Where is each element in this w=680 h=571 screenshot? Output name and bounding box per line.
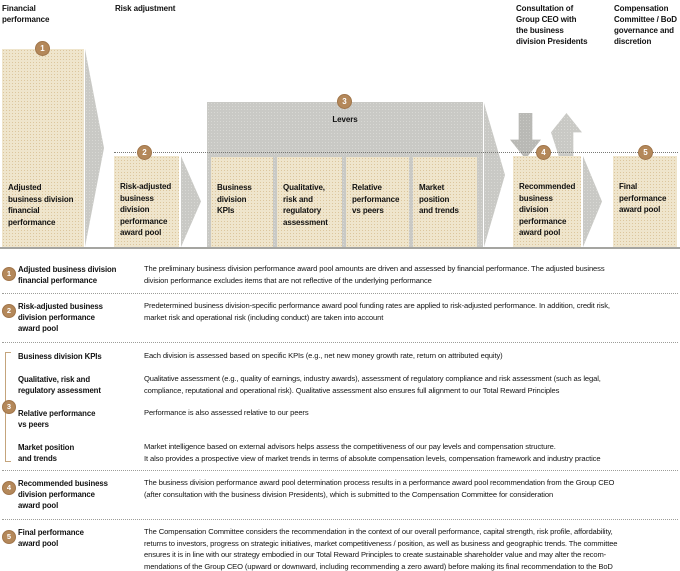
box-adjusted-performance-label: Adjusted business division financial per… bbox=[8, 183, 74, 227]
legend-term: Final performance award pool bbox=[18, 528, 84, 548]
box-final-pool-label: Final performance award pool bbox=[619, 182, 667, 215]
legend-term: Qualitative, risk and regulatory assessm… bbox=[18, 375, 101, 395]
legend-term: Relative performance vs peers bbox=[18, 409, 96, 429]
baseline-rule bbox=[0, 247, 680, 249]
legend-row-final: 5 Final performance award pool The Compe… bbox=[2, 519, 678, 571]
legend-row-risk-adjusted: 2 Risk-adjusted business division perfor… bbox=[2, 293, 678, 342]
legend-badge-5: 5 bbox=[2, 530, 16, 544]
legend-term: Adjusted business division financial per… bbox=[18, 265, 117, 285]
right-arrow-icon bbox=[85, 49, 104, 247]
box-final-pool: Final performance award pool bbox=[613, 156, 677, 247]
box-risk-adjusted-pool: Risk-adjusted business division performa… bbox=[114, 156, 179, 247]
legend-badge-3: 3 bbox=[2, 400, 16, 414]
box-recommended-pool: Recommended business division performanc… bbox=[513, 156, 581, 247]
box-business-division-kpis: Business division KPIs bbox=[211, 157, 273, 247]
box-qualitative-assessment-label: Qualitative, risk and regulatory assessm… bbox=[283, 183, 328, 227]
box-relative-performance: Relative performance vs peers bbox=[346, 157, 409, 247]
legend-row-adjusted: 1 Adjusted business division financial p… bbox=[2, 255, 678, 293]
box-risk-adjusted-pool-label: Risk-adjusted business division performa… bbox=[120, 182, 172, 238]
legend-badge-4: 4 bbox=[2, 481, 16, 495]
box-business-division-kpis-label: Business division KPIs bbox=[217, 183, 252, 216]
legend-desc: The Compensation Committee considers the… bbox=[144, 527, 618, 571]
box-adjusted-performance: Adjusted business division financial per… bbox=[2, 49, 84, 247]
legend-row-market: Market position and trends Market intell… bbox=[18, 441, 678, 464]
legend-row-relative: Relative performance vs peers Performanc… bbox=[18, 407, 678, 430]
legend-row-qualitative: Qualitative, risk and regulatory assessm… bbox=[18, 373, 678, 396]
legend-desc: The preliminary business division perfor… bbox=[144, 264, 605, 285]
box-recommended-pool-label: Recommended business division performanc… bbox=[519, 182, 576, 238]
step-badge-5: 5 bbox=[638, 145, 653, 160]
box-relative-performance-label: Relative performance vs peers bbox=[352, 183, 400, 216]
legend-desc: The business division performance award … bbox=[144, 478, 615, 499]
legend-desc: Predetermined business division-specific… bbox=[144, 301, 610, 322]
legend-badge-2: 2 bbox=[2, 304, 16, 318]
flow-diagram: Financial performance Risk adjustment Co… bbox=[0, 0, 680, 252]
legend-term: Business division KPIs bbox=[18, 352, 102, 361]
header-risk-adjustment: Risk adjustment bbox=[115, 4, 176, 13]
step-badge-1: 1 bbox=[35, 41, 50, 56]
step-badge-2: 2 bbox=[137, 145, 152, 160]
pool-level-dotted-line bbox=[114, 152, 678, 153]
legend-desc: Qualitative assessment (e.g., quality of… bbox=[144, 374, 601, 395]
right-arrow-icon bbox=[583, 156, 602, 247]
right-arrow-icon bbox=[181, 156, 201, 247]
levers-title: Levers bbox=[332, 115, 358, 124]
step-badge-3: 3 bbox=[337, 94, 352, 109]
legend-row-kpis: Business division KPIs Each division is … bbox=[18, 350, 678, 362]
legend-group-levers: 3 Business division KPIs Each division i… bbox=[2, 342, 678, 470]
levers-bracket: 3 bbox=[2, 350, 18, 464]
legend-badge-1: 1 bbox=[2, 267, 16, 281]
box-market-position-label: Market position and trends bbox=[419, 183, 459, 216]
legend-row-recommended: 4 Recommended business division performa… bbox=[2, 470, 678, 519]
step-badge-4: 4 bbox=[536, 145, 551, 160]
legend: 1 Adjusted business division financial p… bbox=[2, 255, 678, 571]
box-market-position: Market position and trends bbox=[413, 157, 477, 247]
legend-desc: Each division is assessed based on speci… bbox=[144, 351, 503, 360]
header-consultation: Consultation of Group CEO with the busin… bbox=[516, 4, 588, 46]
legend-desc: Performance is also assessed relative to… bbox=[144, 408, 309, 417]
right-arrow-icon bbox=[484, 103, 505, 247]
legend-term: Risk-adjusted business division performa… bbox=[18, 302, 103, 333]
box-qualitative-assessment: Qualitative, risk and regulatory assessm… bbox=[277, 157, 342, 247]
legend-desc: Market intelligence based on external ad… bbox=[144, 442, 601, 463]
legend-term: Market position and trends bbox=[18, 443, 75, 463]
header-committee-governance: Compensation Committee / BoD governance … bbox=[614, 4, 677, 46]
header-financial-performance: Financial performance bbox=[2, 4, 50, 24]
legend-term: Recommended business division performanc… bbox=[18, 479, 108, 510]
